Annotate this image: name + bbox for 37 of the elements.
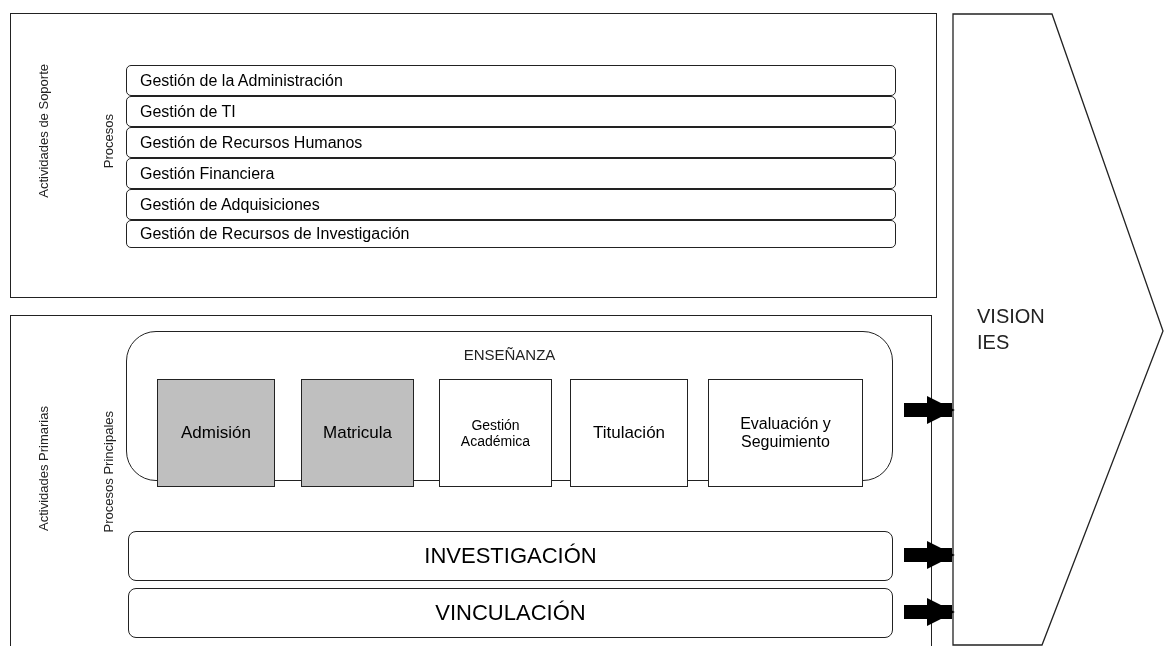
process-label: Gestión de Recursos Humanos	[140, 133, 363, 152]
section-frame	[10, 13, 937, 298]
process-label: Titulación	[592, 423, 666, 443]
process-box	[126, 127, 896, 158]
side-label: Procesos	[101, 114, 116, 169]
process-label: Gestión de TI	[140, 102, 236, 121]
side-label: Actividades de Soporte	[36, 64, 51, 198]
process-box	[126, 158, 896, 189]
process-label: Gestión Académica	[459, 417, 532, 449]
process-label: Evaluación y Seguimiento	[739, 415, 832, 451]
side-label: Actividades Primarias	[36, 406, 51, 531]
process-box	[439, 379, 552, 487]
process-box	[570, 379, 688, 487]
process-label: Admisión	[181, 423, 251, 443]
section-frame	[10, 315, 932, 646]
chevron-label: VISION IES	[977, 304, 1046, 355]
process-label: VINCULACIÓN	[435, 600, 586, 626]
block-arrow	[904, 541, 955, 569]
process-label: Gestión de Adquisiciones	[140, 195, 320, 214]
process-band	[128, 531, 893, 581]
block-arrow	[904, 396, 955, 424]
process-band	[128, 588, 893, 638]
process-box	[708, 379, 863, 487]
group-title: ENSEÑANZA	[462, 346, 557, 363]
process-label: Matricula	[323, 423, 392, 443]
process-box	[126, 220, 896, 248]
process-box	[126, 96, 896, 127]
side-label: Procesos Principales	[101, 411, 116, 533]
process-label: Gestión de Recursos de Investigación	[140, 225, 410, 243]
process-box	[126, 189, 896, 220]
process-label: Gestión de la Administración	[140, 71, 343, 90]
process-box	[126, 65, 896, 96]
process-label: INVESTIGACIÓN	[424, 543, 597, 569]
block-arrow	[904, 598, 955, 626]
process-box	[157, 379, 275, 487]
process-box	[301, 379, 414, 487]
process-label: Gestión Financiera	[140, 164, 275, 183]
